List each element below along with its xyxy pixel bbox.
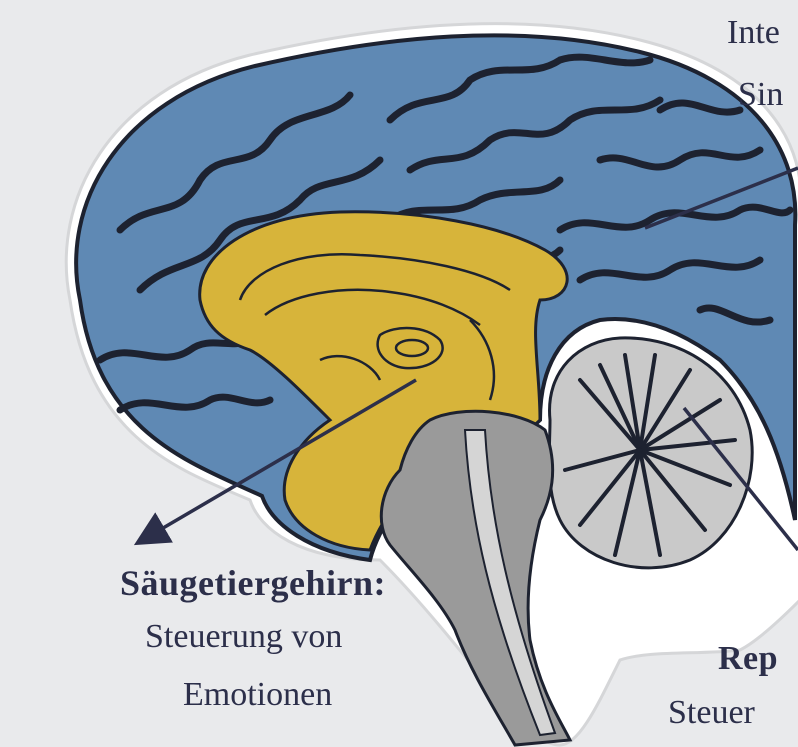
neocortex-label-line1: Inte [727,14,780,52]
reptilian-brain-title: Rep [718,640,778,678]
mammalian-brain-title: Säugetiergehirn: [120,562,386,604]
reptilian-brain-desc: Steuer [668,694,755,732]
mammalian-brain-desc-line2: Emotionen [183,676,332,714]
neocortex-label-line2: Sin [738,76,783,114]
mammalian-brain-desc-line1: Steuerung von [145,618,342,656]
